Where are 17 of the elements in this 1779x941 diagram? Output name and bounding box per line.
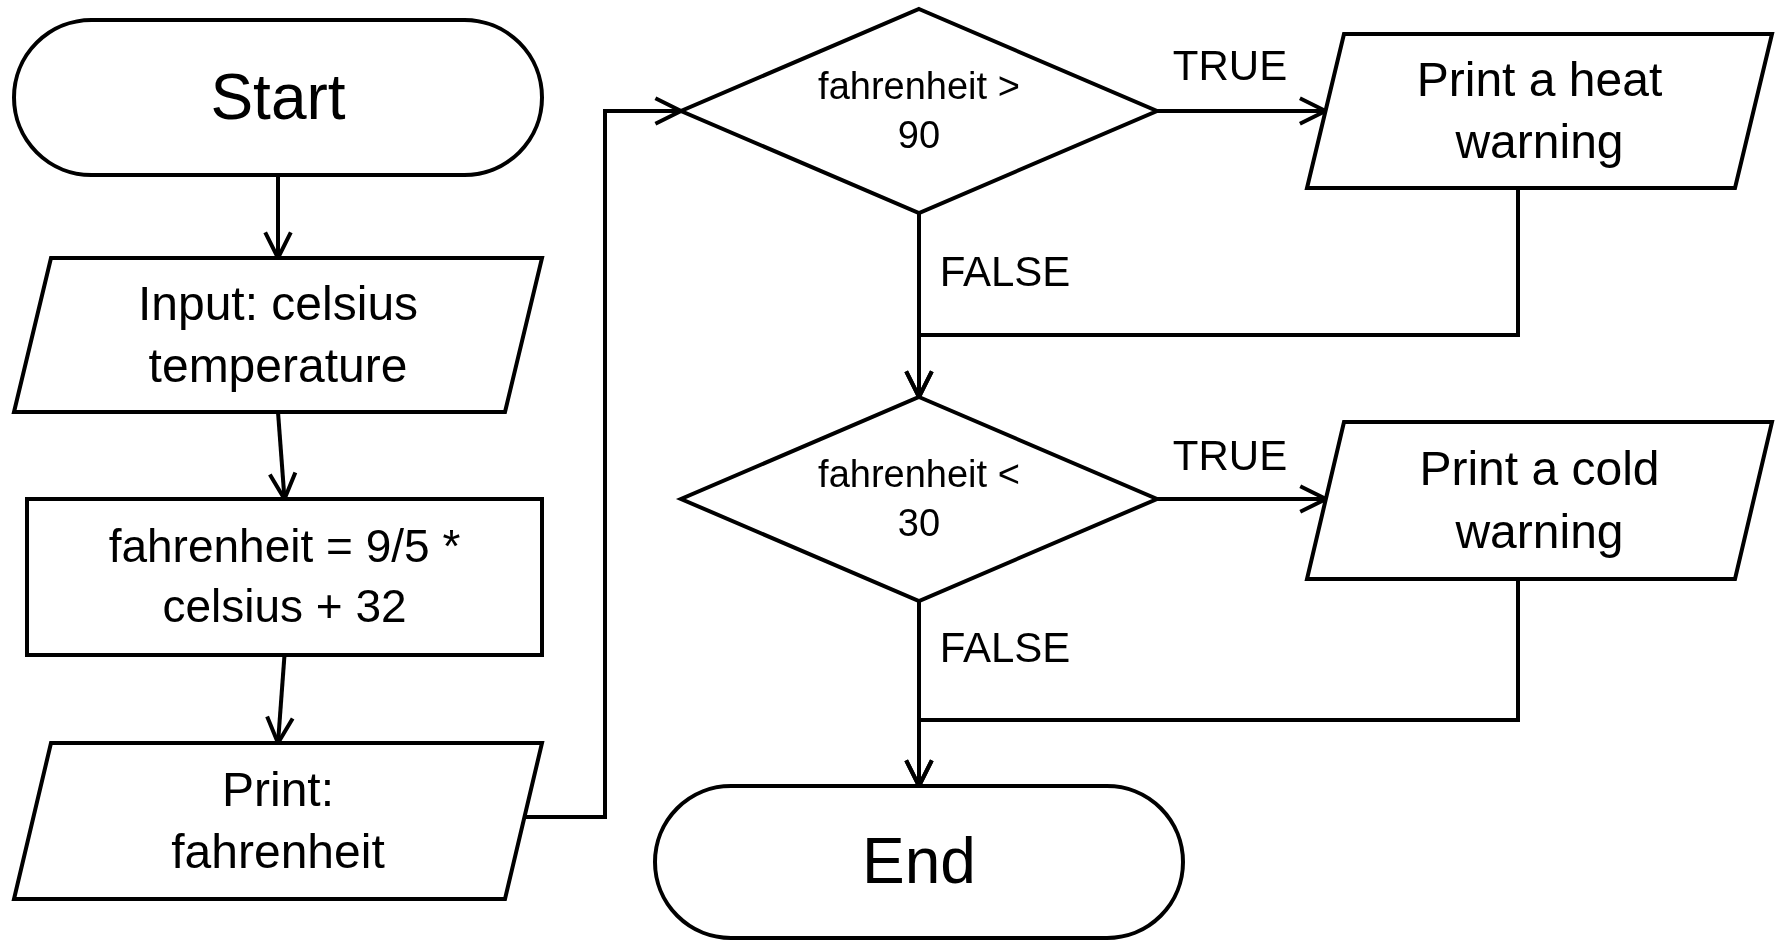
node-text: End xyxy=(862,824,976,900)
output-parallelogram xyxy=(1304,420,1775,581)
node-text: Input: celsius temperature xyxy=(136,275,420,394)
node-text: Start xyxy=(210,59,346,135)
node-text: fahrenheit > 90 xyxy=(817,63,1021,158)
output-parallelogram xyxy=(1304,32,1775,190)
input-parallelogram xyxy=(11,256,545,414)
terminal-shape xyxy=(653,784,1185,940)
node-text: Print a cold warning xyxy=(1418,441,1661,560)
node-text: fahrenheit < 30 xyxy=(817,451,1021,546)
process-box xyxy=(25,497,544,657)
output-parallelogram xyxy=(11,741,545,901)
node-text: Print: fahrenheit xyxy=(170,761,386,880)
node-text: fahrenheit = 9/5 * celsius + 32 xyxy=(107,519,462,634)
terminal-shape xyxy=(12,18,544,177)
arrow xyxy=(904,188,1520,399)
node-text: Print a heat warning xyxy=(1415,51,1664,170)
